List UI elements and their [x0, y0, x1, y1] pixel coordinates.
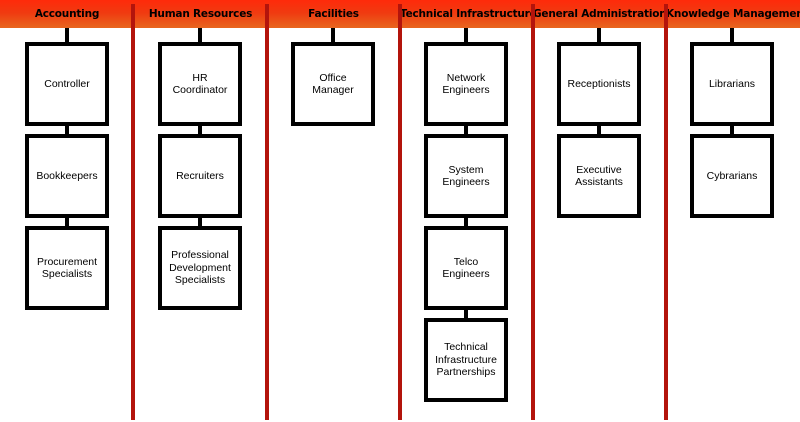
role-label: Recruiters [176, 169, 224, 182]
department-header-human-resources: Human Resources [148, 8, 253, 20]
role-box-controller: Controller [25, 42, 109, 126]
connector-line [597, 28, 601, 42]
column-divider [131, 4, 135, 420]
role-label: HR Coordinator [172, 71, 228, 97]
department-header-general-administration: General Administration [533, 8, 667, 20]
role-label: Controller [44, 77, 90, 90]
role-label: Cybrarians [706, 169, 758, 182]
connector-line [464, 122, 468, 136]
column-divider [664, 4, 668, 420]
connector-line [464, 28, 468, 42]
department-header-accounting: Accounting [34, 8, 100, 20]
department-header-technical-infrastructure: Technical Infrastructure [400, 8, 537, 20]
connector-line [198, 214, 202, 228]
role-box-receptionists: Receptionists [557, 42, 641, 126]
role-label: Librarians [708, 77, 756, 90]
connector-line [730, 28, 734, 42]
connector-line [65, 28, 69, 42]
connector-line [597, 122, 601, 136]
role-box-bookkeepers: Bookkeepers [25, 134, 109, 218]
role-box-librarians: Librarians [690, 42, 774, 126]
connector-line [198, 28, 202, 42]
connector-line [464, 306, 468, 320]
role-box-cybrarians: Cybrarians [690, 134, 774, 218]
column-divider [531, 4, 535, 420]
department-header-facilities: Facilities [308, 8, 359, 20]
role-label: Bookkeepers [36, 169, 98, 182]
connector-line [65, 214, 69, 228]
connector-line [464, 214, 468, 228]
connector-line [65, 122, 69, 136]
column-divider [265, 4, 269, 420]
role-box-recruiters: Recruiters [158, 134, 242, 218]
role-box-hr-coordinator: HR Coordinator [158, 42, 242, 126]
connector-line [331, 28, 335, 42]
role-label: Receptionists [567, 77, 631, 90]
connector-line [730, 122, 734, 136]
connector-line [198, 122, 202, 136]
column-divider [398, 4, 402, 420]
department-header-knowledge-management: Knowledge Management [666, 8, 800, 20]
